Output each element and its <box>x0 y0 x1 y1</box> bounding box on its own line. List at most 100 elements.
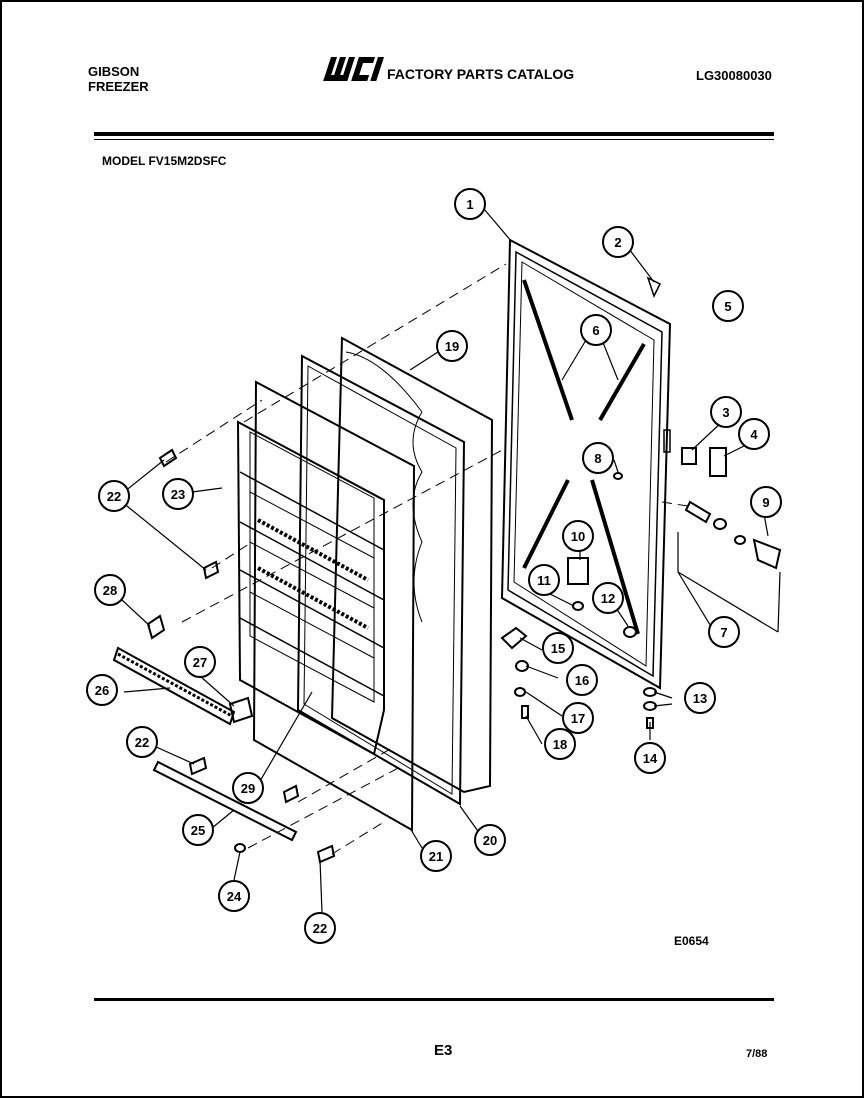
callout-circle <box>684 682 716 714</box>
callout-circle <box>420 840 452 872</box>
callout-label: 23 <box>171 487 185 502</box>
callout-c26: 26 <box>86 674 118 706</box>
callout-c28: 28 <box>94 574 126 606</box>
callout-label: 25 <box>191 823 205 838</box>
callout-c3: 3 <box>710 396 742 428</box>
callout-circle <box>436 330 468 362</box>
callout-label: 12 <box>601 591 615 606</box>
callout-c11: 11 <box>528 564 560 596</box>
callout-label: 19 <box>445 339 459 354</box>
callout-label: 5 <box>724 299 731 314</box>
callout-c12: 12 <box>592 582 624 614</box>
callout-label: 29 <box>241 781 255 796</box>
callout-circle <box>562 520 594 552</box>
document-number: LG30080030 <box>696 68 772 83</box>
callout-label: 9 <box>762 495 769 510</box>
callout-circle <box>580 314 612 346</box>
callout-label: 3 <box>722 405 729 420</box>
callout-label: 27 <box>193 655 207 670</box>
callout-label: 22 <box>313 921 327 936</box>
callout-label: 17 <box>571 711 585 726</box>
inner-door-liner <box>236 380 416 832</box>
figure-id: E0654 <box>674 934 709 948</box>
callout-c15: 15 <box>542 632 574 664</box>
callout-c4: 4 <box>738 418 770 450</box>
callout-label: 2 <box>614 235 621 250</box>
callout-c22b: 22 <box>126 726 158 758</box>
callout-c21: 21 <box>420 840 452 872</box>
callout-circle <box>474 824 506 856</box>
callout-label: 18 <box>553 737 567 752</box>
callout-c8: 8 <box>582 442 614 474</box>
callout-c2: 2 <box>602 226 634 258</box>
callout-label: 1 <box>466 197 473 212</box>
callout-circle <box>592 582 624 614</box>
callout-label: 11 <box>537 573 551 588</box>
brand-name: GIBSON <box>88 64 140 79</box>
callout-circle <box>710 396 742 428</box>
callout-label: 22 <box>107 489 121 504</box>
callout-circle <box>454 188 486 220</box>
header-rule-thin <box>94 139 774 140</box>
callout-c25: 25 <box>182 814 214 846</box>
callout-circle <box>566 664 598 696</box>
callout-c20: 20 <box>474 824 506 856</box>
callout-c13: 13 <box>684 682 716 714</box>
callout-circle <box>184 646 216 678</box>
wci-logo <box>323 57 385 81</box>
callout-circle <box>634 742 666 774</box>
callout-circle <box>750 486 782 518</box>
callout-label: 8 <box>594 451 601 466</box>
callout-label: 6 <box>592 323 599 338</box>
assembly-dash-lines <box>165 263 689 855</box>
callout-c6: 6 <box>580 314 612 346</box>
callout-circle <box>528 564 560 596</box>
callout-c17: 17 <box>562 702 594 734</box>
callout-c24: 24 <box>218 880 250 912</box>
hinge-hardware <box>146 276 782 864</box>
callout-circle <box>544 728 576 760</box>
model-label: MODEL FV15M2DSFC <box>102 154 227 168</box>
callout-circle <box>86 674 118 706</box>
callout-circle <box>98 480 130 512</box>
callout-circle <box>712 290 744 322</box>
leader-lines <box>121 208 781 913</box>
callout-c18: 18 <box>544 728 576 760</box>
callout-circle <box>126 726 158 758</box>
callout-label: 13 <box>693 691 707 706</box>
callout-label: 26 <box>95 683 109 698</box>
callout-circle <box>182 814 214 846</box>
callout-circle <box>304 912 336 944</box>
callout-label: 10 <box>571 529 585 544</box>
callout-c22a: 22 <box>98 480 130 512</box>
callout-c1: 1 <box>454 188 486 220</box>
callout-circle <box>94 574 126 606</box>
callout-label: 16 <box>575 673 589 688</box>
product-type: FREEZER <box>88 79 149 94</box>
callout-c5: 5 <box>712 290 744 322</box>
outer-door-panel <box>500 238 672 690</box>
callout-c16: 16 <box>566 664 598 696</box>
callout-circle <box>218 880 250 912</box>
callout-circle <box>162 478 194 510</box>
callout-c10: 10 <box>562 520 594 552</box>
callout-c29: 29 <box>232 772 264 804</box>
callout-c22c: 22 <box>304 912 336 944</box>
callout-label: 28 <box>103 583 117 598</box>
callout-label: 15 <box>551 641 565 656</box>
header-rule-thick <box>94 132 774 136</box>
callout-label: 21 <box>429 849 443 864</box>
revision-date: 7/88 <box>746 1048 768 1060</box>
footer-rule <box>94 998 774 1001</box>
bottom-trim <box>152 760 298 842</box>
callout-label: 7 <box>720 625 727 640</box>
callout-c19: 19 <box>436 330 468 362</box>
door-gasket <box>330 336 494 794</box>
brand-block: GIBSON FREEZER <box>88 64 149 94</box>
callout-circle <box>232 772 264 804</box>
callout-c23: 23 <box>162 478 194 510</box>
catalog-title: FACTORY PARTS CATALOG <box>387 66 575 82</box>
callout-c14: 14 <box>634 742 666 774</box>
